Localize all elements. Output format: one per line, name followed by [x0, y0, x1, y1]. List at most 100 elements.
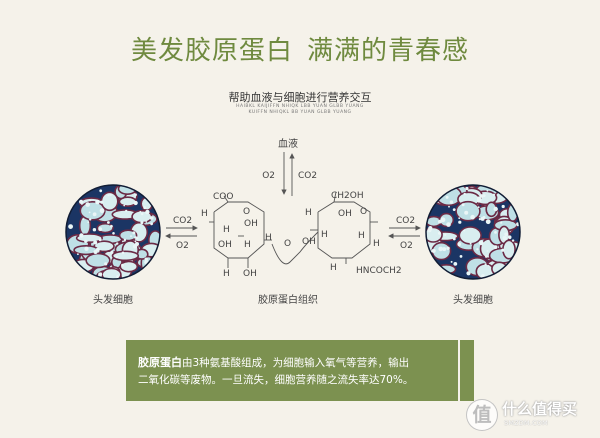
cell-texture	[92, 212, 97, 217]
watermark-name: 什么值得买	[502, 400, 578, 418]
cell-texture	[133, 200, 138, 206]
cell-texture	[68, 224, 73, 230]
cell-texture	[123, 238, 127, 242]
cell-texture	[466, 271, 471, 276]
cell-texture	[99, 208, 105, 214]
oh-label: OH	[218, 240, 232, 250]
cell-texture	[144, 257, 148, 261]
cell-texture	[493, 245, 498, 250]
o-label: O	[360, 207, 367, 217]
cell-texture	[132, 244, 138, 249]
cell-texture	[88, 211, 91, 214]
cell-texture	[486, 250, 489, 252]
cell-texture	[134, 240, 137, 243]
cell-texture	[110, 265, 112, 268]
cell-texture	[445, 195, 449, 199]
info-line-2: 二氧化碳等废物。一旦流失，细胞营养随之流失率达70%。	[138, 374, 414, 386]
cell-texture	[145, 221, 148, 223]
cell-texture	[132, 231, 136, 235]
cell-texture	[149, 216, 154, 220]
blood-exchange-arrows	[281, 152, 295, 196]
cell-texture	[95, 199, 100, 205]
collagen-tissue-label: 胶原蛋白组织	[258, 295, 318, 306]
cell-texture	[469, 242, 472, 245]
cell-texture	[125, 209, 128, 212]
left-exchange-arrows	[165, 225, 198, 239]
cell-texture	[82, 218, 85, 221]
pinyin-line-1: HAIBKL KAIJIFFN NHIQK LBB YUAN GLBB YUAN…	[236, 104, 364, 109]
h-label: H	[265, 233, 272, 243]
cell-texture	[98, 227, 103, 232]
watermark: 值 什么值得买 SMZDM.COM	[464, 397, 592, 433]
cell-texture	[84, 246, 89, 251]
cell-texture	[440, 217, 446, 223]
cell-texture	[501, 204, 505, 209]
left-hair-cell-image	[65, 184, 161, 280]
cell-texture	[99, 189, 103, 193]
cell-texture	[486, 189, 489, 192]
cell-texture	[464, 210, 469, 215]
right-o2-label: O2	[400, 241, 413, 251]
cell-texture	[504, 232, 508, 237]
cell-texture	[484, 263, 487, 266]
cell-texture	[87, 221, 90, 224]
cell-texture	[112, 232, 115, 235]
cell-texture	[452, 208, 456, 212]
cell-texture	[428, 226, 433, 231]
cell-texture	[93, 250, 98, 254]
h-label: H	[330, 263, 337, 273]
cell-texture	[480, 216, 485, 221]
left-co2-label: CO2	[173, 216, 192, 226]
oh-label: OH	[243, 269, 257, 279]
cell-texture	[145, 209, 150, 215]
cell-texture	[446, 222, 451, 227]
h-label: H	[223, 225, 230, 235]
cell-texture	[477, 206, 480, 209]
cell-texture	[143, 206, 147, 210]
right-co2-label: CO2	[396, 216, 415, 226]
h-label: H	[244, 240, 251, 250]
cell-texture	[79, 233, 84, 238]
pinyin-line-2: KUIFFN NHIQKL BB YUAN GLBB YUANG	[248, 110, 352, 115]
cell-texture	[119, 260, 139, 273]
cell-texture	[92, 228, 97, 232]
right-cell-label: 头发细胞	[453, 295, 493, 306]
coo-label: COO	[213, 192, 233, 202]
watermark-logo-icon	[466, 399, 498, 431]
cell-texture	[453, 262, 458, 266]
cell-texture	[463, 192, 466, 196]
cell-texture	[461, 203, 465, 207]
cell-texture	[500, 221, 503, 224]
cell-texture	[477, 196, 481, 201]
cell-texture	[116, 275, 119, 278]
cell-texture	[116, 242, 119, 245]
cell-texture	[485, 219, 491, 225]
cell-texture	[448, 205, 450, 208]
cell-texture	[115, 255, 119, 259]
info-highlight: 胶原蛋白	[138, 356, 182, 369]
collagen-molecule	[209, 191, 378, 268]
cell-texture	[442, 247, 447, 252]
cell-texture	[435, 185, 463, 207]
cell-texture	[110, 250, 114, 254]
cell-texture	[139, 210, 142, 213]
cell-texture	[485, 255, 488, 258]
top-o2-label: O2	[262, 171, 275, 181]
oh-label: OH	[338, 209, 352, 219]
left-cell-label: 头发细胞	[93, 295, 133, 306]
cell-texture	[85, 202, 90, 207]
cell-texture	[511, 239, 515, 242]
cell-texture	[93, 240, 98, 245]
info-panel: 胶原蛋白由3种氨基酸组成，为细胞输入氧气等营养，输出 二氧化碳等废物。一旦流失，…	[126, 340, 474, 401]
cell-texture	[121, 263, 124, 267]
h-label: H	[321, 230, 328, 240]
left-o2-label: O2	[176, 241, 189, 251]
page-title: 美发胶原蛋白满满的青春感	[0, 30, 600, 67]
o-label: O	[243, 207, 250, 217]
ch2oh-label: CH2OH	[331, 191, 364, 201]
cell-texture	[134, 193, 137, 196]
cell-texture	[476, 248, 479, 251]
cell-texture	[458, 226, 482, 245]
cell-texture	[140, 212, 144, 216]
